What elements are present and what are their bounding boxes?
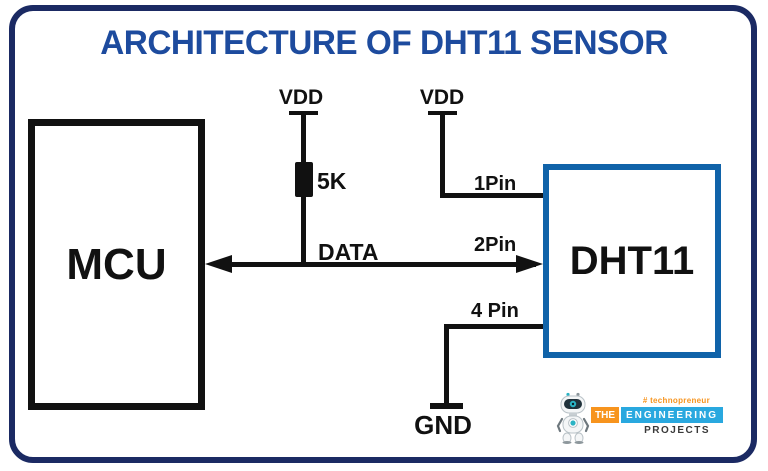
arrowhead-right-icon: [516, 255, 543, 273]
logo-projects-text: PROJECTS: [644, 425, 710, 436]
wire-pin4-horizontal: [444, 324, 543, 329]
logo-the-badge: THE: [591, 407, 619, 423]
dht11-label: DHT11: [569, 238, 695, 283]
wire-pin4-vertical: [444, 324, 449, 408]
outer-frame: [9, 5, 757, 463]
ground-symbol: [430, 403, 463, 409]
logo-tagline: # technopreneur: [642, 396, 710, 405]
robot-mascot-icon: [556, 392, 590, 444]
wire-vdd-right-vertical: [440, 113, 445, 198]
data-label: DATA: [318, 239, 379, 265]
mcu-label: MCU: [66, 239, 167, 289]
pin4-label: 4 Pin: [471, 300, 519, 322]
mcu-block: MCU: [28, 119, 205, 410]
dht11-block: DHT11: [543, 164, 721, 358]
page-title: ARCHITECTURE OF DHT11 SENSOR: [100, 24, 668, 62]
logo-engineering-badge: ENGINEERING: [621, 407, 724, 423]
resistor-symbol: [295, 162, 313, 197]
brand-logo: # technopreneur THE ENGINEERING PROJECTS: [556, 392, 724, 444]
pin2-label: 2Pin: [474, 234, 517, 256]
wire-data-line: [214, 262, 536, 267]
vdd-left-label: VDD: [278, 86, 324, 109]
arrowhead-left-icon: [205, 255, 232, 273]
gnd-label: GND: [414, 410, 472, 440]
resistor-value-label: 5K: [317, 168, 347, 194]
wire-pin1-horizontal: [440, 193, 543, 198]
pin1-label: 1Pin: [474, 173, 517, 195]
vdd-right-label: VDD: [419, 86, 465, 109]
logo-badges: THE ENGINEERING: [591, 407, 724, 423]
